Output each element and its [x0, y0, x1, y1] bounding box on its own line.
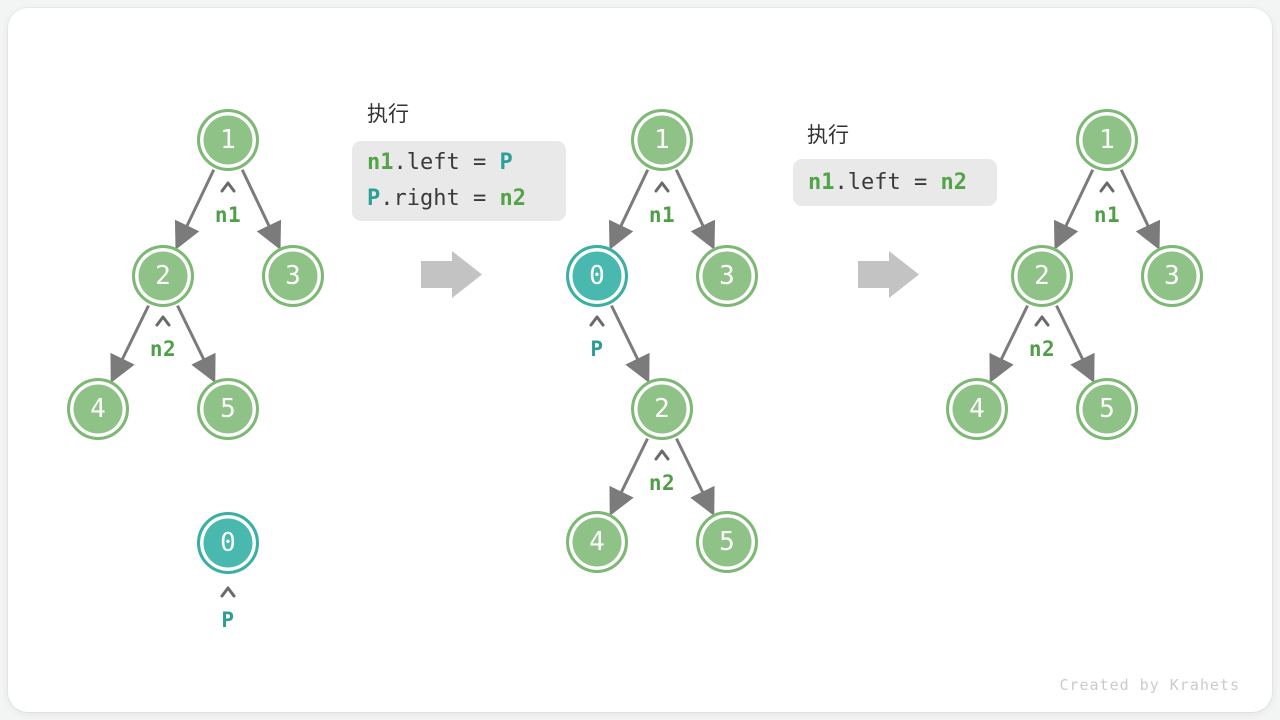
tree-edge-arrow [240, 169, 282, 250]
tree2-node-5: 5 [696, 511, 758, 573]
tree3-node-5: 5 [1076, 378, 1138, 440]
pointer-caret-icon [220, 586, 236, 598]
node-value: 0 [589, 261, 605, 291]
tree-edge-arrow [1053, 169, 1095, 250]
node-value: 3 [719, 261, 735, 291]
tree3-pointer-n2: n2 [1028, 337, 1056, 361]
code-token: P [499, 150, 513, 175]
tree-edge-arrow [609, 437, 649, 516]
pointer-caret-icon [220, 181, 236, 193]
tree2-node-0-inserted: 0 [566, 245, 628, 307]
code-token: .right = [380, 186, 500, 211]
tree-edge-arrow [176, 304, 216, 383]
step-arrow-icon [421, 251, 482, 298]
tree3-pointer-n1: n1 [1093, 203, 1121, 227]
tree3-node-2: 2 [1011, 245, 1073, 307]
watermark-credit: Created by Krahets [1059, 676, 1240, 694]
code-box-1: n1.left = P P.right = n2 [352, 141, 566, 221]
code-line: n1.left = n2 [808, 165, 997, 201]
code-token: n2 [940, 169, 967, 195]
pointer-caret-icon [589, 315, 605, 327]
tree-edge-arrow [610, 304, 650, 383]
tree1-node-4: 4 [67, 378, 129, 440]
tree1-node-3: 3 [262, 245, 324, 307]
tree-edge-arrow [989, 304, 1029, 383]
code-line: P.right = n2 [367, 181, 566, 217]
code-token: n2 [499, 186, 526, 211]
tree2-pointer-p: P [590, 337, 604, 361]
pointer-caret-icon [654, 181, 670, 193]
code-token: P [367, 186, 381, 211]
tree-edge-arrow [110, 304, 150, 383]
tree-edge-arrow [674, 169, 716, 250]
tree1-node-5: 5 [197, 378, 259, 440]
tree2-pointer-n1: n1 [648, 203, 676, 227]
tree-edge-arrow [1055, 304, 1095, 383]
node-value: 1 [654, 125, 670, 155]
tree1-node-1: 1 [197, 109, 259, 171]
node-value: 1 [220, 125, 236, 155]
node-value: 4 [969, 394, 985, 424]
tree1-pointer-n1: n1 [214, 203, 242, 227]
tree-edge-arrow [608, 169, 650, 250]
tree2-node-1: 1 [631, 109, 693, 171]
tree2-pointer-n2: n2 [648, 471, 676, 495]
node-value: 1 [1099, 125, 1115, 155]
exec-label-1: 执行 [367, 102, 409, 126]
tree2-node-4: 4 [566, 511, 628, 573]
tree1-node-2: 2 [132, 245, 194, 307]
pointer-caret-icon [1034, 315, 1050, 327]
tree1-pointer-n2: n2 [149, 337, 177, 361]
node-value: 2 [1034, 261, 1050, 291]
node-value: 4 [589, 527, 605, 557]
tree-edge-arrow [1119, 169, 1161, 250]
tree3-node-4: 4 [946, 378, 1008, 440]
tree-edge-arrow [174, 169, 216, 250]
exec-label-2: 执行 [807, 123, 849, 147]
tree2-node-3: 3 [696, 245, 758, 307]
code-box-2: n1.left = n2 [793, 159, 997, 206]
node-value: 4 [90, 394, 106, 424]
tree-edge-arrow [675, 437, 715, 516]
code-token: n1 [367, 150, 394, 175]
pointer-caret-icon [654, 449, 670, 461]
code-token: .left = [834, 169, 941, 195]
code-token: .left = [393, 150, 500, 175]
pointer-caret-icon [155, 315, 171, 327]
tree1-node-0-inserted: 0 [197, 512, 259, 574]
tree1-pointer-p: P [221, 608, 235, 632]
node-value: 2 [654, 394, 670, 424]
pointer-caret-icon [1099, 181, 1115, 193]
tree2-node-2: 2 [631, 378, 693, 440]
tree3-node-1: 1 [1076, 109, 1138, 171]
step-arrow-icon [858, 251, 919, 298]
code-token: n1 [808, 169, 835, 195]
node-value: 3 [285, 261, 301, 291]
code-line: n1.left = P [367, 145, 566, 181]
node-value: 2 [155, 261, 171, 291]
tree3-node-3: 3 [1141, 245, 1203, 307]
node-value: 5 [719, 527, 735, 557]
node-value: 5 [1099, 394, 1115, 424]
node-value: 3 [1164, 261, 1180, 291]
node-value: 0 [220, 528, 236, 558]
node-value: 5 [220, 394, 236, 424]
